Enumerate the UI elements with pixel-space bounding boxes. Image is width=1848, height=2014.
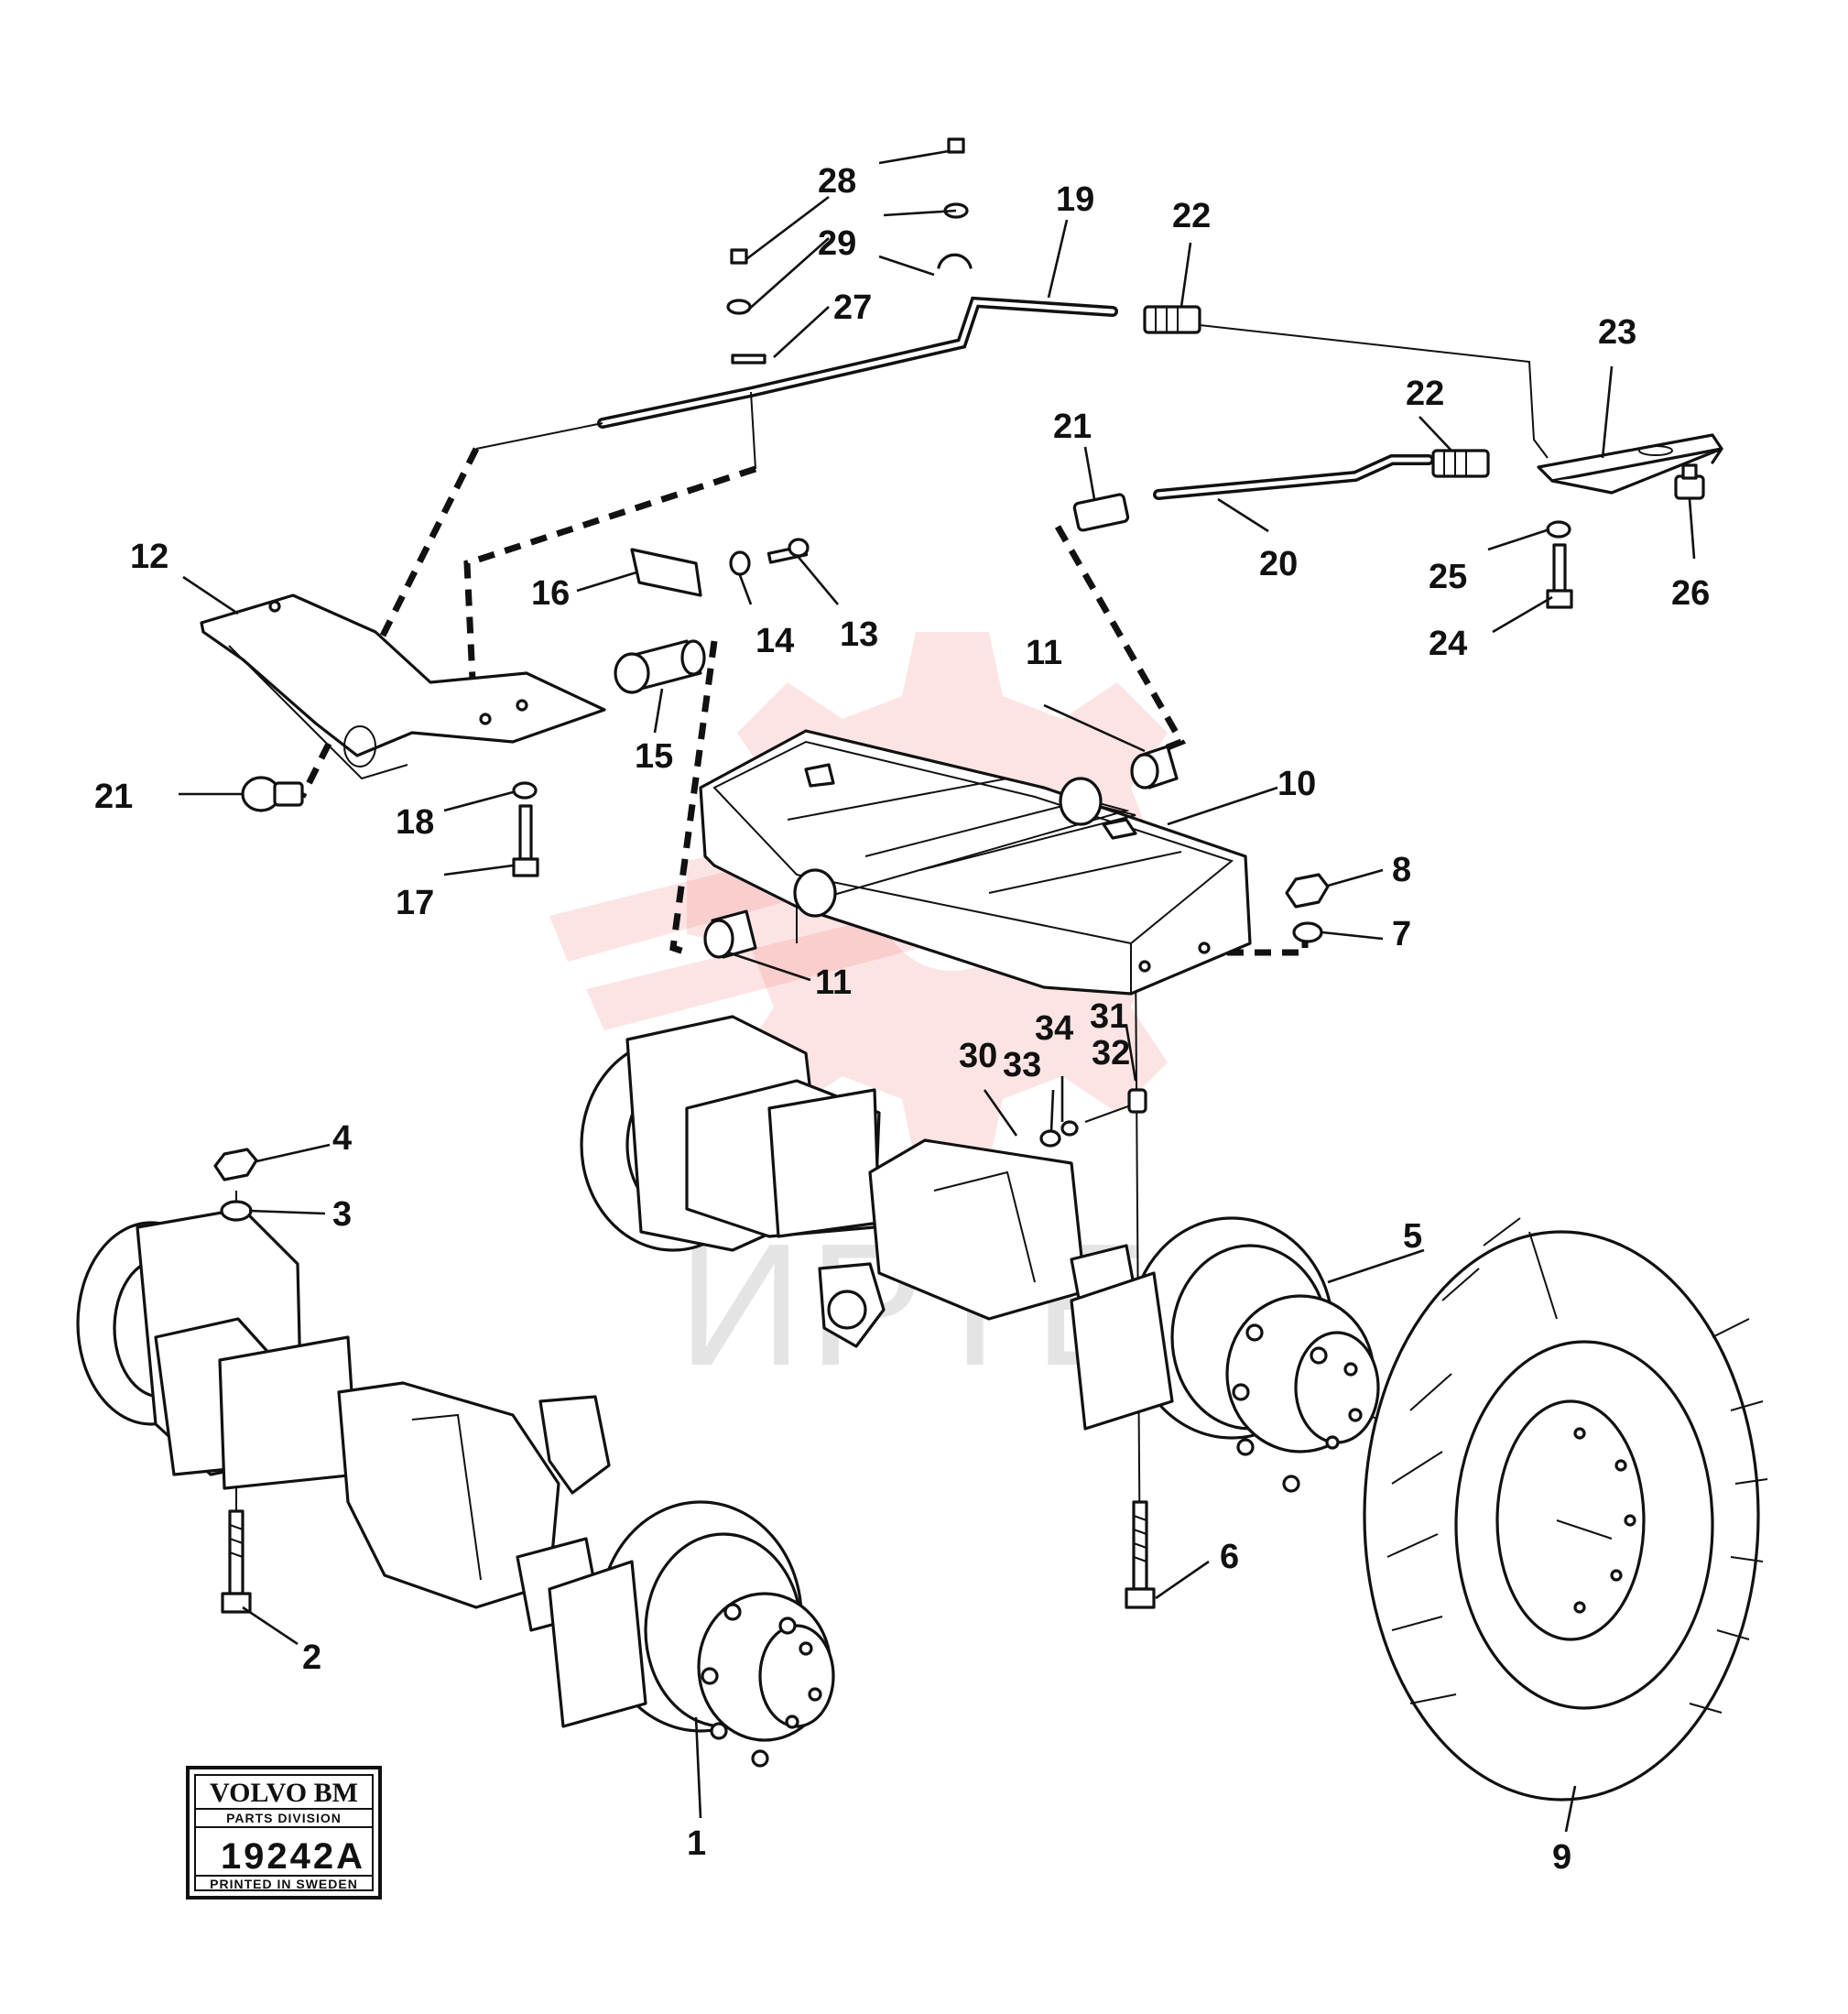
bushing-11-lower	[703, 909, 757, 959]
callout-21-left: 21	[94, 778, 133, 816]
dashed-route-left	[299, 447, 480, 799]
screw-13	[766, 538, 810, 564]
callout-4: 4	[332, 1119, 352, 1158]
leader-lines	[179, 149, 1696, 1833]
callout-34: 34	[1035, 1009, 1073, 1048]
brake-line-assembly	[235, 137, 1723, 1595]
stamp-brand: VOLVO BM	[210, 1778, 358, 1808]
callout-28: 28	[818, 162, 856, 201]
wheel-tire-9	[1363, 1217, 1768, 1802]
stamp-number: 19242A	[221, 1836, 365, 1877]
fitting-21-left	[241, 776, 304, 812]
dashed-route-center	[463, 465, 757, 720]
hardware-30-34	[1039, 1088, 1147, 1148]
dashed-route-right	[1054, 525, 1187, 755]
stamp-printed: PRINTED IN SWEDEN	[210, 1877, 358, 1891]
bolt-6	[1125, 1500, 1156, 1609]
callout-25: 25	[1429, 558, 1467, 596]
washer-7	[1292, 921, 1323, 943]
stamp-division: PARTS DIVISION	[226, 1811, 342, 1825]
parts-catalog-stamp: VOLVO BM PARTS DIVISION 19242A PRINTED I…	[186, 1766, 382, 1900]
callout-3: 3	[332, 1195, 352, 1234]
callout-22-lower: 22	[1406, 375, 1444, 413]
callout-10: 10	[1277, 765, 1316, 803]
callout-8: 8	[1392, 851, 1411, 889]
callout-21-right: 21	[1053, 408, 1092, 446]
callout-11-lower: 11	[815, 963, 852, 1002]
callout-18: 18	[396, 803, 434, 842]
callout-7: 7	[1392, 915, 1411, 953]
dashed-route-frame	[1145, 939, 1309, 956]
callout-2: 2	[302, 1638, 321, 1677]
callout-30: 30	[959, 1037, 997, 1075]
callout-6: 6	[1220, 1538, 1239, 1576]
callout-23: 23	[1598, 313, 1636, 352]
callout-19: 19	[1056, 180, 1094, 219]
bracket-12-assembly	[200, 538, 810, 877]
callout-14: 14	[756, 622, 794, 660]
nut-4	[213, 1148, 258, 1181]
callout-24: 24	[1429, 625, 1467, 663]
callout-17: 17	[396, 884, 434, 922]
callout-labels: 1 2 3 4 5 6 7 8 9 10 11 11 12 13 14 15 1…	[94, 162, 1710, 1877]
callout-5: 5	[1403, 1217, 1422, 1256]
fitting-22-upper	[1143, 305, 1201, 334]
callout-31: 31	[1090, 997, 1128, 1036]
fitting-22-lower	[1431, 449, 1490, 478]
callout-22-upper: 22	[1172, 197, 1211, 235]
callout-15: 15	[635, 737, 673, 776]
callout-1: 1	[687, 1824, 706, 1863]
bracket-23	[1537, 433, 1723, 495]
washer-3	[220, 1200, 253, 1222]
dashed-route-bushing	[669, 640, 718, 956]
callout-29: 29	[818, 224, 856, 263]
callout-9: 9	[1552, 1838, 1571, 1877]
callout-13: 13	[840, 615, 878, 654]
bolt-24	[1546, 520, 1573, 609]
callout-16: 16	[531, 574, 570, 613]
callout-20: 20	[1259, 545, 1298, 583]
washer-14	[729, 550, 751, 576]
callout-12: 12	[130, 538, 168, 576]
frame-10	[699, 729, 1252, 996]
bushing-15	[614, 639, 706, 694]
bolt-2	[221, 1509, 252, 1614]
nut-8	[1285, 873, 1330, 909]
rear-axle-5	[580, 1015, 1380, 1493]
callout-33: 33	[1003, 1046, 1041, 1084]
bushing-11-upper	[1130, 745, 1179, 789]
callout-26: 26	[1671, 574, 1710, 613]
washer-18	[512, 781, 538, 800]
bleeder-26	[1674, 463, 1705, 500]
callout-32: 32	[1092, 1034, 1130, 1072]
bolt-17	[512, 804, 539, 877]
fitting-21-right	[1072, 493, 1130, 532]
front-axle-1	[76, 1207, 835, 1768]
callout-27: 27	[833, 288, 872, 327]
bracket-12	[200, 593, 606, 757]
callout-11-upper: 11	[1026, 634, 1062, 672]
plate-16	[630, 548, 702, 597]
